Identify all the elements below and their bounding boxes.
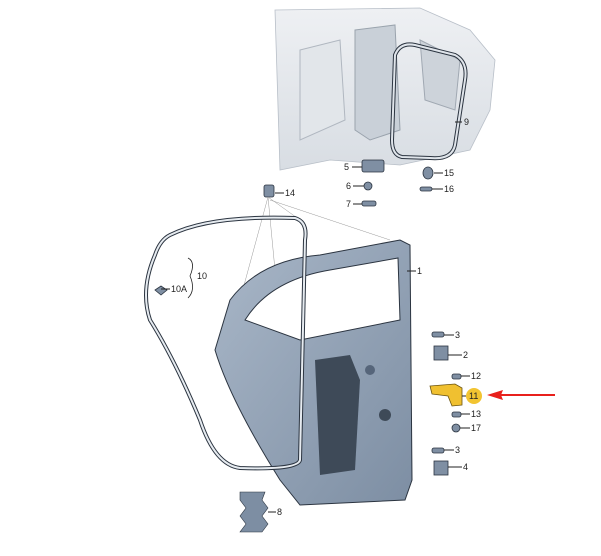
label-12: 12 (471, 371, 481, 381)
label-9: 9 (464, 117, 469, 127)
red-arrow-pointer (487, 390, 555, 400)
label-13: 13 (471, 409, 481, 419)
part-17-nut (451, 423, 461, 433)
part-5-bracket (361, 159, 385, 173)
part-15-clip (422, 166, 434, 180)
part-14-stop (263, 184, 275, 198)
part-3b-screw (431, 447, 445, 454)
label-4: 4 (463, 462, 468, 472)
label-6: 6 (346, 181, 351, 191)
part-13-screw (451, 411, 462, 418)
label-7: 7 (346, 199, 351, 209)
part-8-insulation (239, 491, 269, 533)
label-14: 14 (285, 188, 295, 198)
label-3b: 3 (455, 445, 460, 455)
part-4-hinge (433, 460, 449, 476)
part-11-door-check (429, 383, 463, 407)
part-3-screw (431, 331, 445, 338)
part-10a-clip (154, 285, 168, 296)
label-10: 10 (197, 271, 207, 281)
part-6-bolt (363, 181, 373, 191)
label-3: 3 (455, 330, 460, 340)
label-16: 16 (444, 184, 454, 194)
label-1: 1 (417, 266, 422, 276)
label-2: 2 (463, 350, 468, 360)
projection-lines (239, 196, 391, 301)
part-7-screw (361, 200, 377, 207)
car-body-illustration (274, 7, 496, 171)
part-16-pin (419, 186, 433, 192)
part-12-screw (451, 373, 462, 380)
leader-lines (161, 121, 470, 513)
label-10a: 10A (171, 284, 187, 294)
label-17: 17 (471, 423, 481, 433)
label-15: 15 (444, 168, 454, 178)
label-5: 5 (344, 162, 349, 172)
part-2-hinge (433, 345, 449, 361)
label-8: 8 (277, 507, 282, 517)
label-11: 11 (469, 391, 478, 401)
highlight-badge (466, 388, 482, 404)
